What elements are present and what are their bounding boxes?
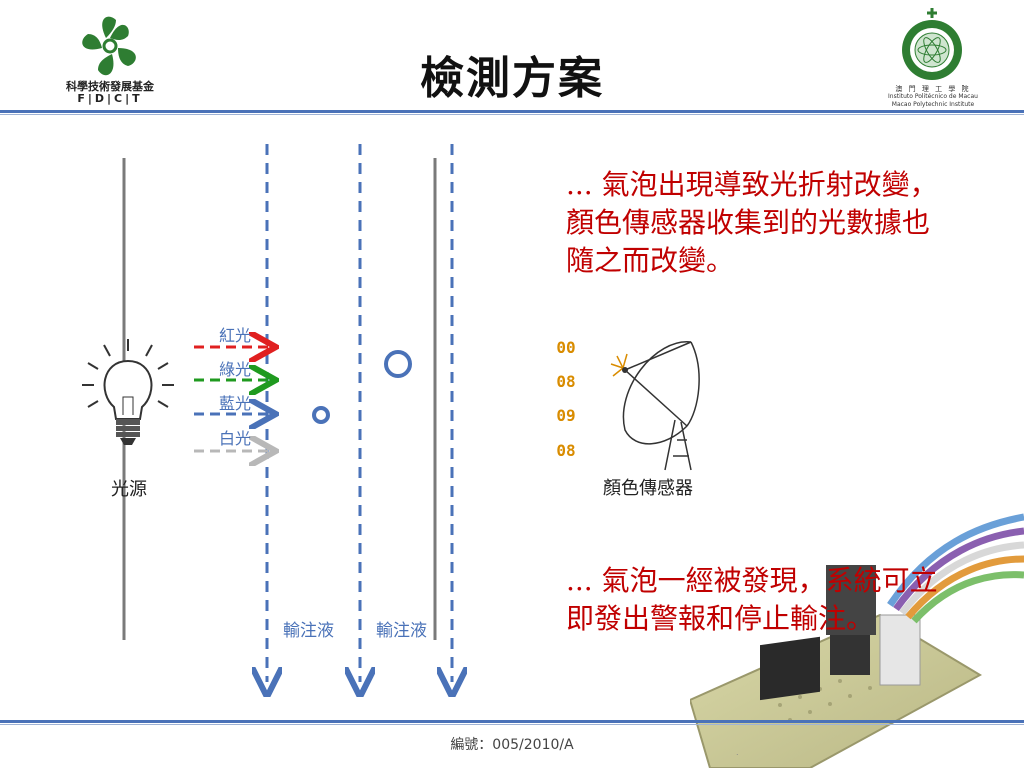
paragraph-2: ... 氣泡一經被發現，系統可立即發出警報和停止輸注。 <box>566 564 938 635</box>
green-light-label: 綠光 <box>219 360 252 379</box>
sensor-digits-2: 08 <box>556 372 576 391</box>
slide-footer-code: 編號：005/2010/A <box>450 737 574 753</box>
fdct-abbr: F|D|C|T <box>77 92 143 105</box>
light-bulb-icon <box>82 339 174 445</box>
bubble-icon <box>384 350 412 378</box>
fluid-label-1: 輸注液 <box>283 621 334 641</box>
header-divider-thin <box>0 114 1024 115</box>
red-light-label: 紅光 <box>219 326 252 345</box>
fluid-label-2: 輸注液 <box>376 621 427 641</box>
fdct-name: 科學技術發展基金 <box>66 80 154 93</box>
ipm-name-pt: Instituto Politécnico de Macau <box>888 93 978 100</box>
blue-light-label: 藍光 <box>219 394 252 413</box>
ipm-name-zh: 澳 門 理 工 學 院 <box>895 85 971 93</box>
ipm-seal-icon <box>892 6 972 86</box>
footer-dot: . <box>736 748 739 757</box>
light-source-label: 光源 <box>111 479 147 500</box>
circuit-board-image <box>690 513 1024 768</box>
slide-title: 檢測方案 <box>420 53 604 104</box>
footer-divider-thin <box>0 724 1024 725</box>
detection-diagram <box>82 144 560 710</box>
color-sensor-label: 顏色傳感器 <box>603 478 693 499</box>
sensor-digits-3: 09 <box>556 406 576 425</box>
fdct-logo <box>40 8 180 108</box>
ipm-name-en: Macao Polytechnic Institute <box>891 101 975 108</box>
paragraph-1: ... 氣泡出現導致光折射改變，顏色傳感器收集到的光數據也隨之而改變。 <box>566 168 938 277</box>
satellite-dish-icon <box>610 341 700 471</box>
sensor-digits-1: 00 <box>556 338 576 357</box>
header-divider <box>0 110 1024 113</box>
bubble-icon <box>312 406 330 424</box>
sensor-digits-4: 08 <box>556 441 576 460</box>
footer-divider <box>0 720 1024 723</box>
white-light-label: 白光 <box>219 429 252 448</box>
